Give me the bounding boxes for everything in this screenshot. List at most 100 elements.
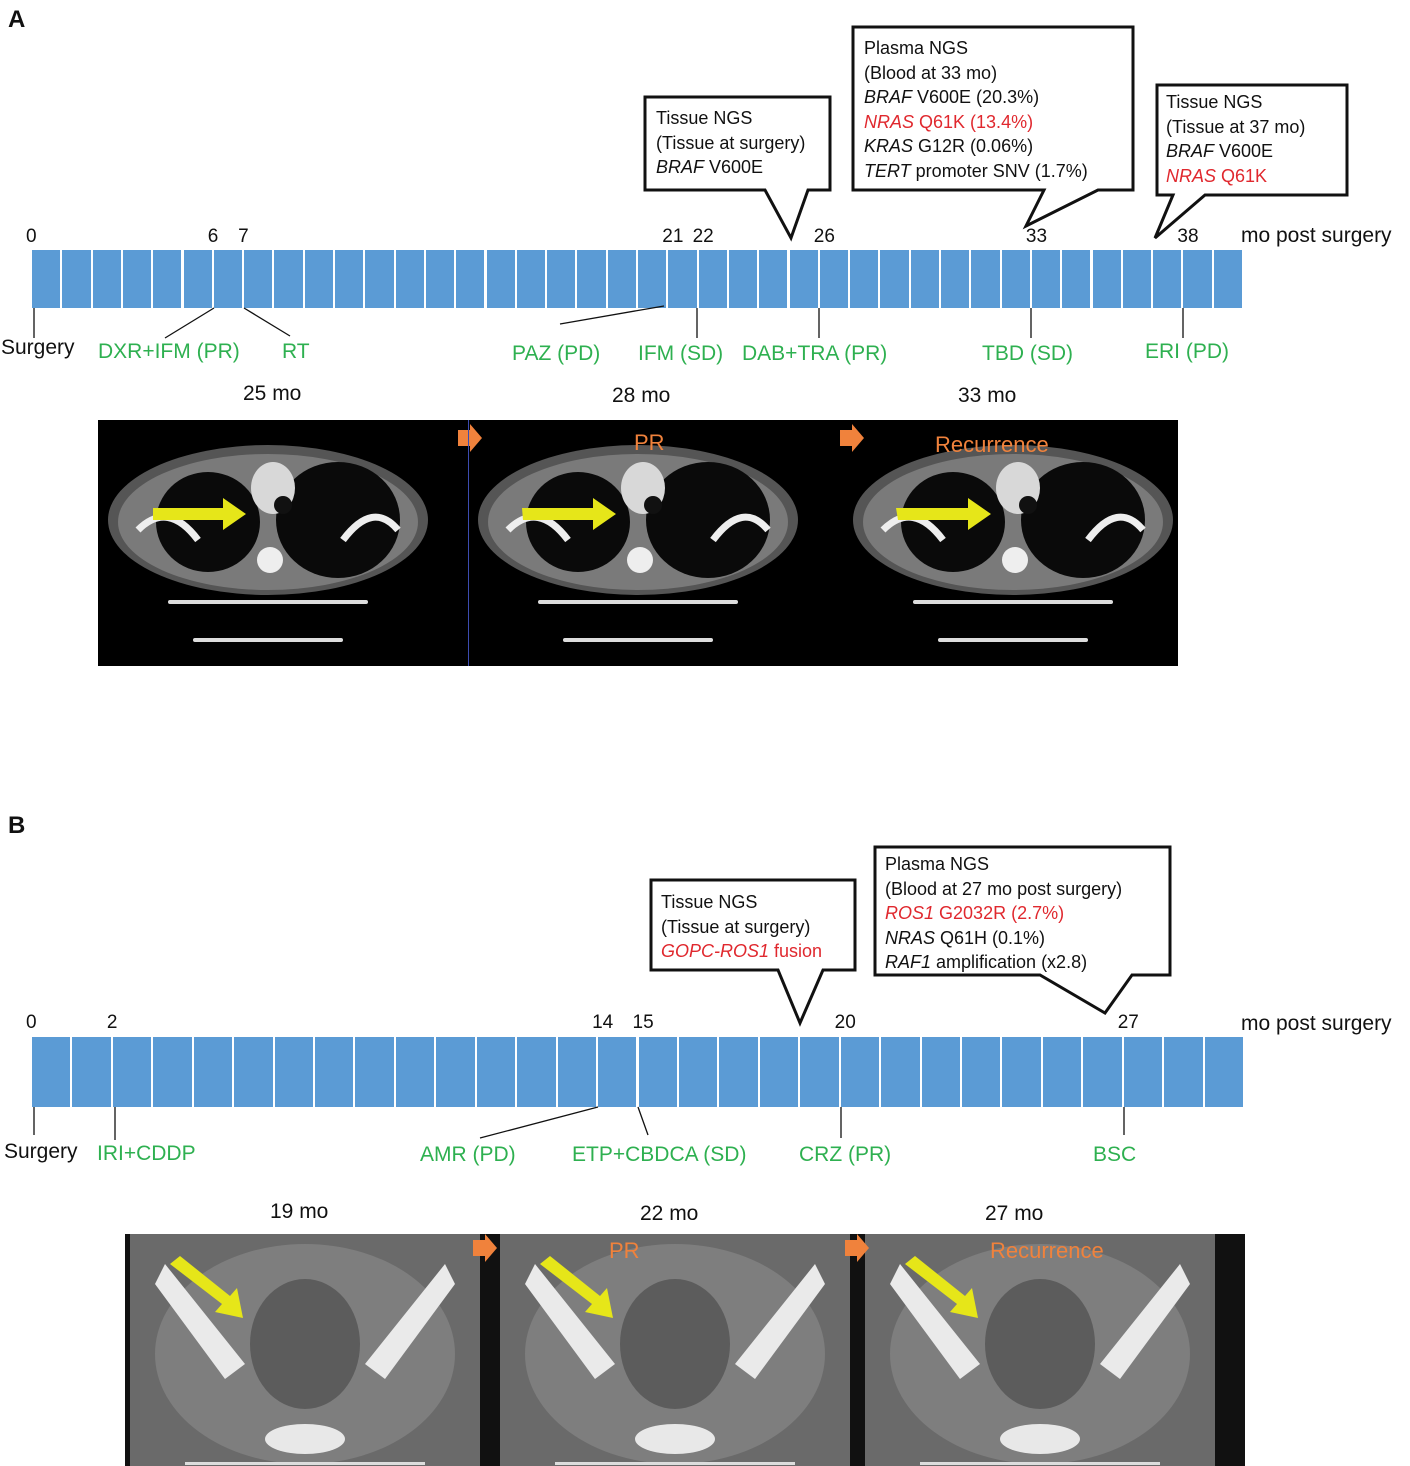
timeline-month-cell: [395, 1037, 437, 1107]
timeline-month-cell: [607, 250, 638, 308]
timeline-tick-label: 38: [1177, 226, 1199, 247]
timeline-month-cell: [577, 250, 608, 308]
timeline-month-cell: [395, 250, 426, 308]
timeline-month-cell: [557, 1037, 599, 1107]
orange-arrow-icon: [458, 424, 482, 452]
callout-line: BRAF V600E: [656, 157, 764, 177]
callout-line: (Tissue at surgery): [661, 916, 811, 937]
timeline-tick-label: 26: [813, 226, 835, 247]
timeline-month-cell: [476, 1037, 518, 1107]
callout-line: Tissue NGS: [656, 108, 753, 128]
timeline-month-cell: [92, 250, 123, 308]
timeline-month-cell: [274, 1037, 316, 1107]
timeline-month-cell: [941, 250, 972, 308]
event-amr: AMR (PD): [420, 1143, 516, 1166]
timeline-tick-label: 21: [662, 226, 684, 247]
event-bsc: BSC: [1093, 1143, 1137, 1166]
scan-b1-time: 19 mo: [270, 1200, 329, 1223]
timeline-b-unit: mo post surgery: [1241, 1012, 1392, 1035]
callout-line: KRAS G12R (0.06%): [864, 136, 1034, 156]
pelvis-ct-image: [500, 1234, 850, 1466]
pelvis-ct-image: [130, 1234, 480, 1466]
timeline-month-cell: [153, 1037, 194, 1107]
scan-b2-status: PR: [609, 1238, 640, 1263]
callout-a2-text: Plasma NGS(Blood at 33 mo)BRAF V600E (20…: [864, 36, 1088, 183]
timeline-month-cell: [638, 250, 669, 308]
timeline-month-cell: [547, 250, 578, 308]
timeline-tick-label: 6: [207, 226, 219, 247]
scan-a2-status: PR: [634, 430, 665, 455]
timeline-month-cell: [355, 1037, 396, 1107]
timeline-month-cell: [880, 250, 911, 308]
timeline-month-cell: [517, 1037, 558, 1107]
ct-chest-images: [108, 424, 1173, 642]
callout-line: Tissue NGS: [661, 892, 758, 912]
event-etp-cbdca: ETP+CBDCA (SD): [572, 1143, 747, 1166]
timeline-month-cell: [183, 250, 214, 308]
timeline-month-cell: [910, 250, 941, 308]
timeline-month-cell: [1123, 1037, 1165, 1107]
scan-b2-time: 22 mo: [640, 1202, 699, 1225]
event-dxr-ifm: DXR+IFM (PR): [98, 340, 240, 363]
timeline-a-unit: mo post surgery: [1241, 224, 1392, 247]
timeline-month-cell: [456, 250, 487, 308]
scan-b3-status: Recurrence: [990, 1238, 1104, 1263]
timeline-month-cell: [678, 1037, 720, 1107]
timeline-month-cell: [244, 250, 275, 308]
event-tbd: TBD (SD): [982, 342, 1073, 365]
callout-line: (Tissue at 37 mo): [1166, 116, 1306, 137]
timeline-month-cell: [153, 250, 184, 308]
timeline-month-cell: [1092, 250, 1123, 308]
timeline-tick-label: 0: [26, 226, 37, 247]
timeline-month-cell: [234, 1037, 275, 1107]
event-eri: ERI (PD): [1145, 340, 1229, 363]
callout-b1-text: Tissue NGS (Tissue at surgery) GOPC-ROS1 f…: [661, 890, 822, 964]
callout-line: RAF1 amplification (x2.8): [885, 952, 1088, 972]
timeline-month-cell: [819, 250, 851, 308]
timeline-month-cell: [668, 250, 699, 308]
ct-pelvis-images: [130, 1234, 1215, 1466]
callout-line: Tissue NGS: [1166, 92, 1263, 112]
timeline-month-cell: [1083, 1037, 1124, 1107]
timeline-month-cell: [1204, 1037, 1245, 1107]
scan-a1-time: 25 mo: [243, 382, 302, 405]
timeline-month-cell: [304, 250, 335, 308]
timeline-month-cell: [1001, 250, 1032, 308]
pelvis-ct-image: [865, 1234, 1215, 1466]
event-paz: PAZ (PD): [512, 342, 601, 365]
callout-line: Plasma NGS: [885, 854, 990, 874]
timeline-month-cell: [698, 250, 729, 308]
timeline-month-cell: [1031, 250, 1063, 308]
timeline-month-cell: [1213, 250, 1244, 308]
scan-a2-time: 28 mo: [612, 384, 671, 407]
timeline-month-cell: [961, 1037, 1003, 1107]
callout-line: BRAF V600E: [1166, 141, 1274, 161]
ct-scan-strip-a: PR Recurrence: [98, 420, 1178, 666]
callout-a3-text: Tissue NGS (Tissue at 37 mo) BRAF V600E NRA…: [1166, 90, 1305, 188]
chest-ct-image: [108, 445, 428, 642]
callout-line: (Tissue at surgery): [656, 132, 806, 153]
timeline-month-cell: [315, 1037, 356, 1107]
event-crz: CRZ (PR): [799, 1143, 892, 1166]
timeline-tick-label: 27: [1117, 1012, 1139, 1033]
chest-ct-image: [478, 445, 798, 642]
timeline-tick-label: 33: [1025, 226, 1048, 247]
event-rt: RT: [282, 340, 310, 363]
timeline-month-cell: [193, 1037, 235, 1107]
scan-a3-time: 33 mo: [958, 384, 1017, 407]
timeline-month-cell: [881, 1037, 922, 1107]
timeline-month-cell: [719, 1037, 760, 1107]
timeline-month-cell: [1153, 250, 1184, 308]
callout-line: (Blood at 33 mo): [864, 62, 998, 83]
timeline-month-cell: [213, 250, 245, 308]
timeline-month-cell: [62, 250, 93, 308]
timeline-month-cell: [274, 250, 305, 308]
timeline-month-cell: [365, 250, 396, 308]
event-surgery-b: Surgery: [4, 1140, 78, 1163]
timeline-month-cell: [1164, 1037, 1205, 1107]
callout-line: GOPC-ROS1 fusion: [661, 941, 823, 961]
timeline-month-cell: [1122, 250, 1154, 308]
event-surgery-a: Surgery: [1, 336, 75, 359]
timeline-month-cell: [921, 1037, 962, 1107]
callout-line: NRAS Q61K: [1166, 165, 1268, 186]
